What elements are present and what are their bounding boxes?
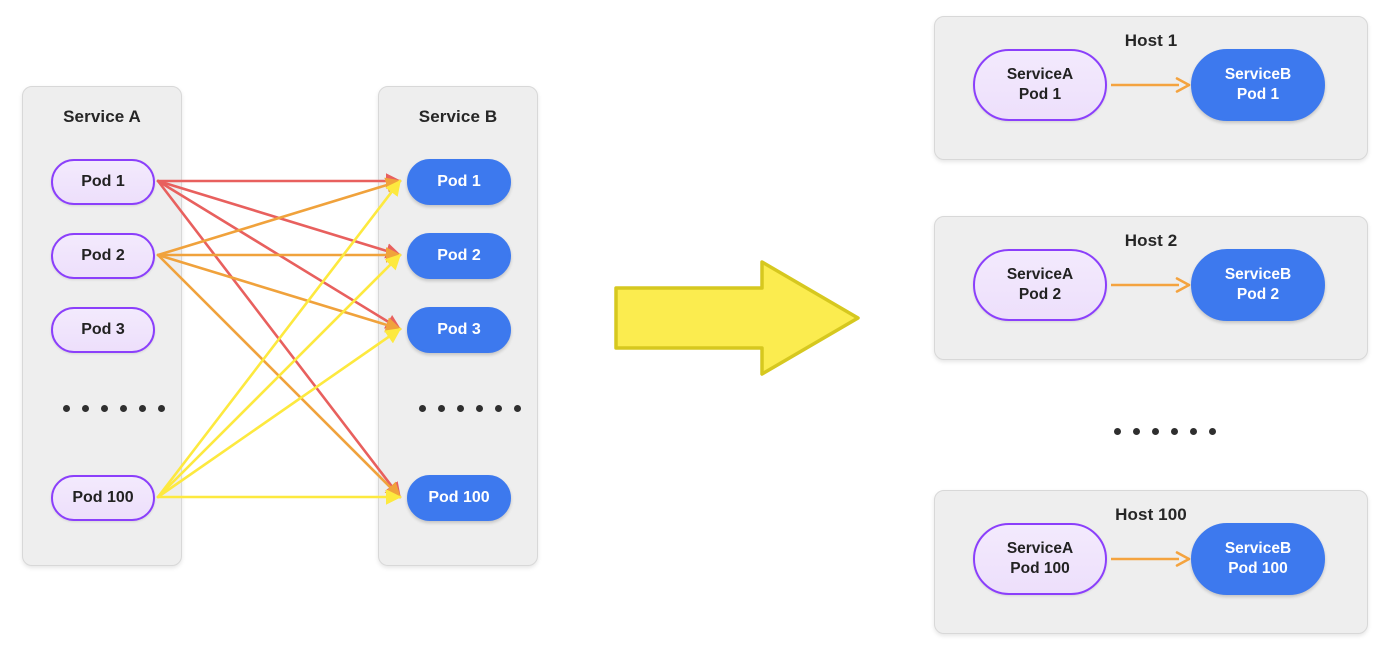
host-1-arrow-icon — [1111, 77, 1191, 93]
ellipsis-dot — [1190, 428, 1197, 435]
service-b-pod-100[interactable]: Pod 100 — [407, 475, 511, 521]
host-100-title: Host 100 — [1115, 505, 1187, 524]
service-a-pod-100[interactable]: Pod 100 — [51, 475, 155, 521]
host-panel-2: Host 2 ServiceA Pod 2 ServiceB Pod 2 — [934, 216, 1368, 360]
mesh-edge — [156, 179, 402, 499]
host-100-service-b-node[interactable]: ServiceB Pod 100 — [1191, 523, 1325, 595]
mesh-edge — [156, 327, 402, 499]
ellipsis-dot — [1114, 428, 1121, 435]
mesh-edge — [156, 253, 402, 499]
service-a-pod-2[interactable]: Pod 2 — [51, 233, 155, 279]
host-100-arrow-icon — [1111, 551, 1191, 567]
service-a-ellipsis — [63, 405, 165, 412]
ellipsis-dot — [158, 405, 165, 412]
service-b-pod-1[interactable]: Pod 1 — [407, 159, 511, 205]
host-2-service-a-line1: ServiceA — [1006, 266, 1074, 284]
service-b-ellipsis — [419, 405, 521, 412]
host-panel-100: Host 100 ServiceA Pod 100 ServiceB Pod 1… — [934, 490, 1368, 634]
host-2-arrow-icon — [1111, 277, 1191, 293]
host-1-service-b-line1: ServiceB — [1224, 66, 1292, 84]
host-2-service-a-line2: Pod 2 — [1018, 286, 1062, 303]
service-b-pod-3[interactable]: Pod 3 — [407, 307, 511, 353]
host-2-service-b-line2: Pod 2 — [1236, 286, 1280, 303]
host-2-service-a-node[interactable]: ServiceA Pod 2 — [973, 249, 1107, 321]
host-1-service-b-line2: Pod 1 — [1236, 86, 1280, 103]
host-1-service-a-node[interactable]: ServiceA Pod 1 — [973, 49, 1107, 121]
ellipsis-dot — [1133, 428, 1140, 435]
host-2-service-b-node[interactable]: ServiceB Pod 2 — [1191, 249, 1325, 321]
service-a-pod-3[interactable]: Pod 3 — [51, 307, 155, 353]
ellipsis-dot — [457, 405, 464, 412]
ellipsis-dot — [1152, 428, 1159, 435]
service-a-panel: Service A Pod 1 Pod 2 Pod 3 Pod 100 — [22, 86, 182, 566]
service-b-title: Service B — [418, 107, 498, 126]
host-100-service-a-line2: Pod 100 — [1010, 560, 1070, 577]
mesh-edge — [156, 253, 402, 333]
host-1-service-a-line1: ServiceA — [1006, 66, 1074, 84]
mesh-edge — [156, 179, 402, 499]
service-b-pod-2[interactable]: Pod 2 — [407, 233, 511, 279]
mesh-edge — [156, 179, 402, 331]
host-1-service-a-line2: Pod 1 — [1018, 86, 1062, 103]
mesh-edge — [156, 179, 402, 259]
service-a-pod-1[interactable]: Pod 1 — [51, 159, 155, 205]
ellipsis-dot — [514, 405, 521, 412]
ellipsis-dot — [101, 405, 108, 412]
hosts-ellipsis — [1114, 428, 1216, 435]
ellipsis-dot — [495, 405, 502, 412]
ellipsis-dot — [476, 405, 483, 412]
transform-arrow — [614, 260, 860, 376]
ellipsis-dot — [419, 405, 426, 412]
host-2-title: Host 2 — [1124, 231, 1178, 250]
ellipsis-dot — [1209, 428, 1216, 435]
ellipsis-dot — [63, 405, 70, 412]
host-100-service-b-line1: ServiceB — [1224, 540, 1292, 558]
host-2-service-b-line1: ServiceB — [1224, 266, 1292, 284]
mesh-edge — [156, 177, 402, 257]
host-100-service-b-line2: Pod 100 — [1228, 560, 1288, 577]
host-1-title: Host 1 — [1124, 31, 1178, 50]
host-100-service-a-line1: ServiceA — [1006, 540, 1074, 558]
host-1-service-b-node[interactable]: ServiceB Pod 1 — [1191, 49, 1325, 121]
service-a-title: Service A — [63, 107, 141, 126]
ellipsis-dot — [82, 405, 89, 412]
ellipsis-dot — [1171, 428, 1178, 435]
ellipsis-dot — [120, 405, 127, 412]
ellipsis-dot — [139, 405, 146, 412]
ellipsis-dot — [438, 405, 445, 412]
service-b-panel: Service B Pod 1 Pod 2 Pod 3 Pod 100 — [378, 86, 538, 566]
host-100-service-a-node[interactable]: ServiceA Pod 100 — [973, 523, 1107, 595]
host-panel-1: Host 1 ServiceA Pod 1 ServiceB Pod 1 — [934, 16, 1368, 160]
mesh-edge — [156, 253, 402, 499]
